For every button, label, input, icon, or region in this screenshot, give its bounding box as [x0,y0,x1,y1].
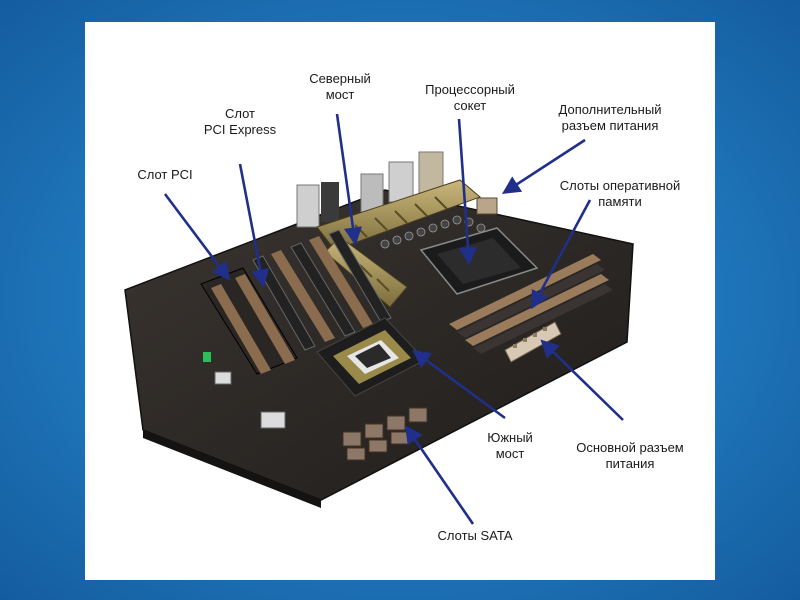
label-line: Слоты SATA [437,528,513,543]
label-line: Слоты оперативной [559,178,681,193]
label-line: Основной разъем [576,440,684,455]
sata-ports [342,407,428,461]
arrow-ram [531,199,592,310]
arrow-north-bridge [335,113,362,246]
arrow-sata [404,425,475,525]
arrow-main-power [540,339,624,421]
arrow-south-bridge [412,349,506,420]
label-line: питания [605,456,655,471]
misc-connector [203,352,211,362]
label-ram: Слоты оперативной памяти [540,178,700,210]
ram-slots [449,254,613,354]
label-line: сокет [453,98,487,113]
aux-power-shape [476,197,498,215]
arrow-pci-express [238,163,270,288]
label-line: Южный [487,430,533,445]
arrow-aux-power [501,138,586,194]
label-north-bridge: Северный мост [285,71,395,103]
label-line: Северный [309,71,371,86]
label-line: памяти [598,194,642,209]
expansion-slots [200,229,392,375]
label-cpu-socket: Процессорный сокет [405,82,535,114]
misc-connector [260,411,286,429]
label-pci-express: Слот PCI Express [185,106,295,138]
misc-connector [214,371,232,385]
label-line: Слот PCI [137,167,193,182]
label-pci: Слот PCI [125,167,205,183]
callout-arrows [163,113,624,525]
capacitors [380,215,486,249]
label-line: разъем питания [561,118,659,133]
pcb-edge [143,430,321,508]
label-line: мост [495,446,525,461]
cpu-socket-shape [419,227,539,295]
arrow-cpu-socket [457,118,478,266]
label-line: Процессорный [425,82,515,97]
main-power-shape [504,321,562,363]
slide-panel: Северный мост Слот PCI Express Процессор… [85,22,715,580]
label-main-power: Основной разъем питания [555,440,705,472]
motherboard-illustration [124,113,634,525]
label-aux-power: Дополнительный разъем питания [530,102,690,134]
arrow-pci [163,193,231,281]
label-sata: Слоты SATA [415,528,535,544]
label-line: Слот [224,106,256,121]
label-line: Дополнительный [558,102,662,117]
label-line: PCI Express [203,122,277,137]
label-south-bridge: Южный мост [475,430,545,462]
rear-io-ports [296,151,444,228]
label-line: мост [325,87,355,102]
